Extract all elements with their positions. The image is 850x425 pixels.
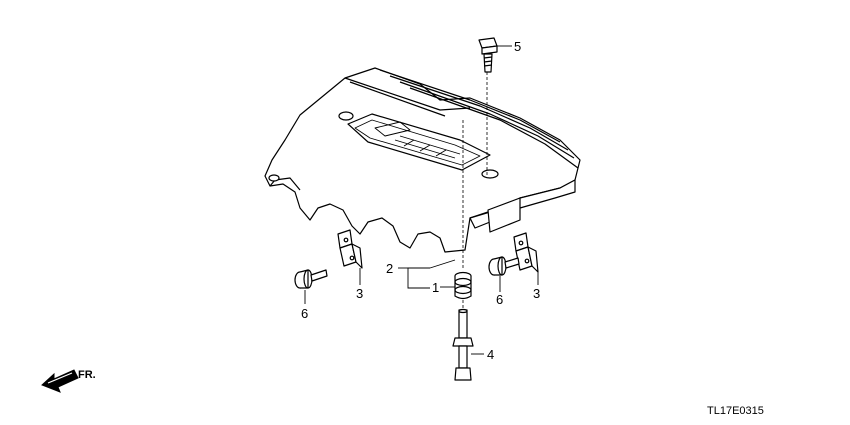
bolt-5 xyxy=(478,37,498,73)
cover-hole-left xyxy=(338,111,354,121)
bracket-3-left xyxy=(337,229,363,269)
flange-bolt-6-right xyxy=(488,256,520,276)
diagram-code: TL17E0315 xyxy=(707,405,764,417)
callout-1: 1 xyxy=(432,280,439,295)
logo-lettering xyxy=(374,121,461,159)
cover-hole-small xyxy=(268,174,280,182)
engine-cover xyxy=(264,67,581,253)
flange-bolt-6-left xyxy=(294,269,328,289)
callout-6-left: 6 xyxy=(301,306,308,321)
callout-4: 4 xyxy=(487,347,494,362)
leader-lines xyxy=(304,45,539,355)
stud-bolt-4 xyxy=(452,308,474,381)
callout-3-right: 3 xyxy=(533,286,540,301)
front-direction-arrow: FR. xyxy=(41,369,96,393)
callout-3-left: 3 xyxy=(356,286,363,301)
bracket-3-right xyxy=(513,232,539,273)
callout-5: 5 xyxy=(514,39,521,54)
callout-2: 2 xyxy=(386,261,393,276)
front-label: FR. xyxy=(78,369,96,381)
callout-6-right: 6 xyxy=(496,292,503,307)
grommet-1 xyxy=(454,271,472,300)
cover-hole-right xyxy=(481,169,499,179)
